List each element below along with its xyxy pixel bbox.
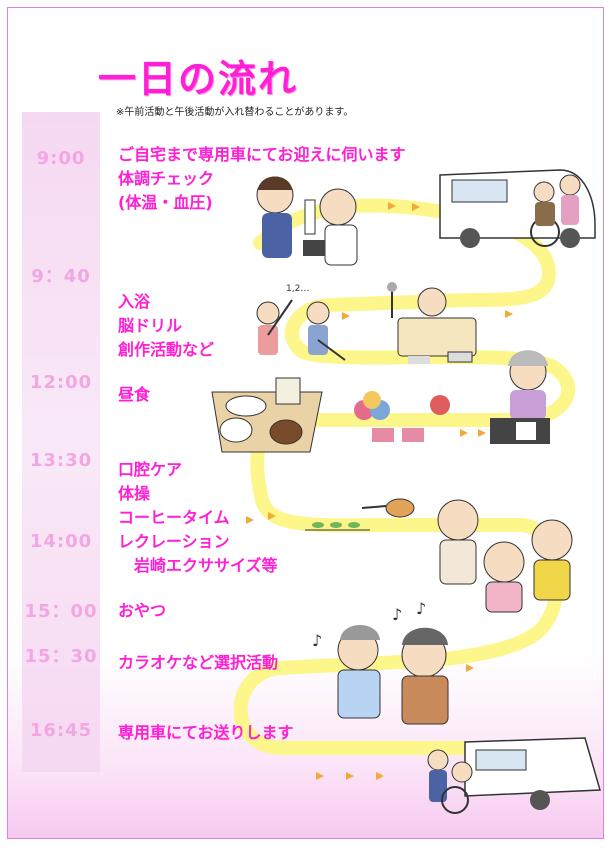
activity-1645: 専用車にてお送りします [118, 721, 294, 745]
van-pickup-illustration [439, 169, 596, 248]
time-1330: 13:30 [29, 450, 93, 471]
activity-line: おやつ [118, 601, 167, 620]
count-label: 1,2… [286, 284, 309, 294]
winding-path [233, 198, 576, 755]
time-1530: 15：30 [24, 646, 98, 667]
activity-line: 昼食 [118, 385, 151, 404]
time-0940: 9：40 [31, 266, 91, 287]
lunch-tray-illustration [211, 377, 323, 453]
activity-line: 専用車にてお送りします [118, 723, 294, 742]
craft-activity-illustration [490, 350, 550, 444]
activity-1530: カラオケなど選択活動 [118, 651, 278, 675]
activity-line: コーヒータイム [118, 508, 230, 527]
activity-line: (体温・血圧) [118, 193, 213, 212]
activity-line: 岩崎エクササイズ等 [134, 556, 278, 575]
schedule-note: ※午前活動と午後活動が入れ替わることがあります。 [116, 107, 354, 118]
activity-1400: レクレーション 岩崎エクササイズ等 [118, 530, 278, 578]
activity-line: カラオケなど選択活動 [118, 653, 279, 672]
time-1500: 15：00 [24, 601, 98, 622]
activity-0900: ご自宅まで専用車にてお迎えに伺います 体調チェック (体温・血圧) [118, 143, 406, 215]
activity-line: 脳ドリル [118, 316, 183, 335]
svg-text:♪: ♪ [312, 631, 322, 650]
activity-1330: 口腔ケア 体操 コーヒータイム [118, 458, 230, 530]
time-column [22, 112, 100, 772]
activity-line: 口腔ケア [118, 460, 183, 479]
exercise-illustration: 1,2… [256, 284, 346, 361]
time-1645: 16:45 [29, 720, 93, 741]
health-check-illustration [256, 176, 358, 266]
svg-text:♪: ♪ [392, 605, 402, 624]
happy-group-illustration [437, 499, 573, 613]
activity-line: レクレーション [118, 532, 230, 551]
activity-1200: 昼食 [118, 383, 150, 407]
yarn-illustration [354, 391, 450, 442]
page-title: 一日の流れ [98, 57, 299, 101]
time-0900: 9:00 [36, 148, 86, 169]
time-1200: 12:00 [29, 372, 93, 393]
van-dropoff-illustration [427, 737, 601, 814]
activity-line: 創作活動など [118, 340, 215, 359]
time-1400: 14:00 [29, 531, 93, 552]
activity-1500: おやつ [118, 599, 166, 623]
bath-illustration [387, 282, 477, 364]
activity-line: 入浴 [118, 292, 151, 311]
activity-line: 体調チェック [118, 169, 215, 188]
path-arrows [246, 202, 513, 780]
activity-line: ご自宅まで専用車にてお迎えに伺います [118, 145, 406, 164]
karaoke-illustration: ♪ ♪ ♪ [312, 599, 449, 725]
activity-0940: 入浴 脳ドリル 創作活動など [118, 290, 214, 362]
watering-illustration [305, 498, 415, 531]
activity-line: 体操 [118, 484, 151, 503]
svg-text:♪: ♪ [416, 599, 426, 618]
